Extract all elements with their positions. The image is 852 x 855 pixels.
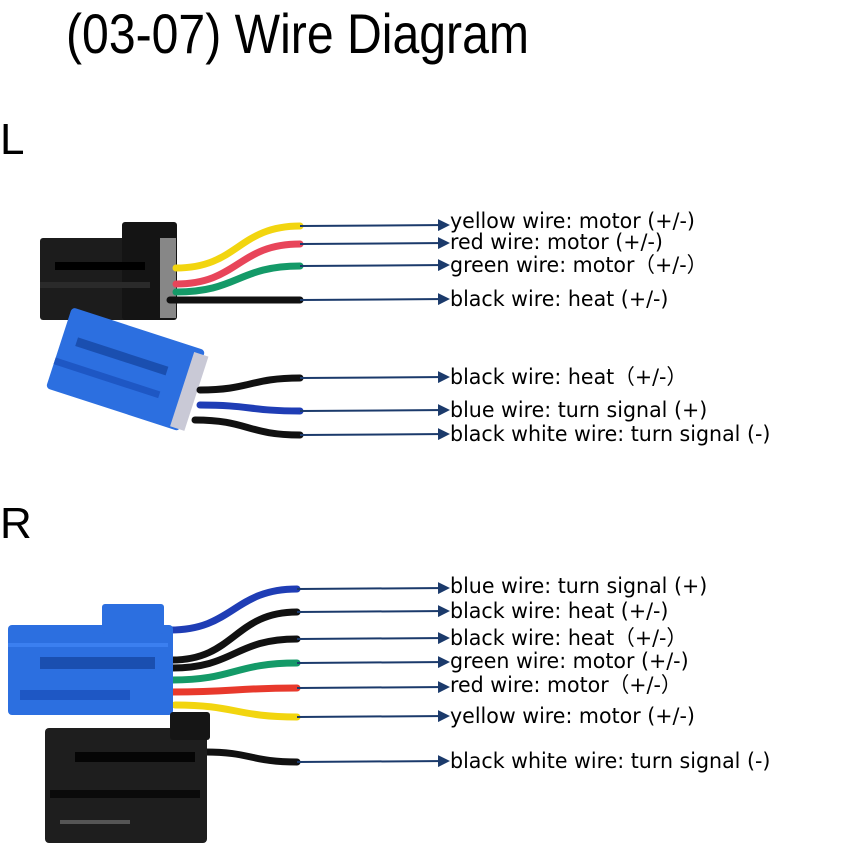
r-wire-green [168, 659, 301, 684]
leader-arrow [299, 404, 450, 417]
l-wire-label: black wire: heat (+/-) [450, 287, 669, 311]
l-wire-blue [196, 401, 304, 415]
r-wire-label: black white wire: turn signal (-) [450, 749, 771, 773]
left-wire-group [166, 222, 304, 439]
right-black-connector [45, 712, 210, 843]
r-wire-label: green wire: motor (+/-) [450, 649, 689, 673]
leader-arrow [296, 605, 450, 618]
leader-arrow [296, 582, 450, 595]
r-wire-black [201, 748, 301, 766]
leader-arrow [296, 681, 450, 694]
l-wire-red [172, 240, 304, 288]
r-wire-label: black wire: heat (+/-) [450, 599, 669, 623]
left-blue-connector [46, 308, 209, 431]
r-wire-label: yellow wire: motor (+/-) [450, 704, 695, 728]
l-wire-label: red wire: motor (+/-) [450, 230, 663, 254]
leader-arrow [299, 293, 450, 306]
r-wire-yellow [171, 701, 301, 721]
l-wire-label: black wire: heat（+/-） [450, 365, 688, 389]
section-label-left: L [0, 115, 25, 164]
l-wire-label: blue wire: turn signal (+) [450, 398, 708, 422]
section-label-right: R [0, 499, 32, 548]
right-blue-connector [8, 604, 173, 715]
l-wire-yellow [172, 222, 304, 272]
r-wire-black [168, 635, 301, 672]
l-wire-green [172, 262, 304, 296]
leader-lines [296, 219, 450, 768]
leader-arrow [299, 259, 450, 272]
r-wire-red [168, 684, 301, 696]
l-wire-black [196, 374, 304, 394]
r-wire-blue [166, 585, 301, 634]
l-wire-label: green wire: motor（+/-） [450, 253, 708, 277]
leader-arrow [296, 755, 450, 768]
leader-arrow [299, 371, 450, 384]
leader-arrow [299, 237, 450, 250]
l-wire-label: black white wire: turn signal (-) [450, 422, 771, 446]
r-wire-label: red wire: motor（+/-） [450, 673, 682, 697]
right-wire-group [166, 585, 301, 766]
r-wire-label: blue wire: turn signal (+) [450, 574, 708, 598]
left-black-connector [40, 222, 177, 320]
r-wire-label: black wire: heat（+/-） [450, 626, 688, 650]
r-wire-black [168, 608, 301, 664]
l-wire-black [191, 416, 304, 439]
leader-arrow [296, 656, 450, 669]
diagram-title: (03-07) Wire Diagram [66, 2, 529, 65]
leader-arrow [296, 632, 450, 645]
l-wire-label: yellow wire: motor (+/-) [450, 209, 695, 233]
leader-arrow [299, 219, 450, 232]
leader-arrow [299, 428, 450, 441]
leader-arrow [296, 710, 450, 723]
